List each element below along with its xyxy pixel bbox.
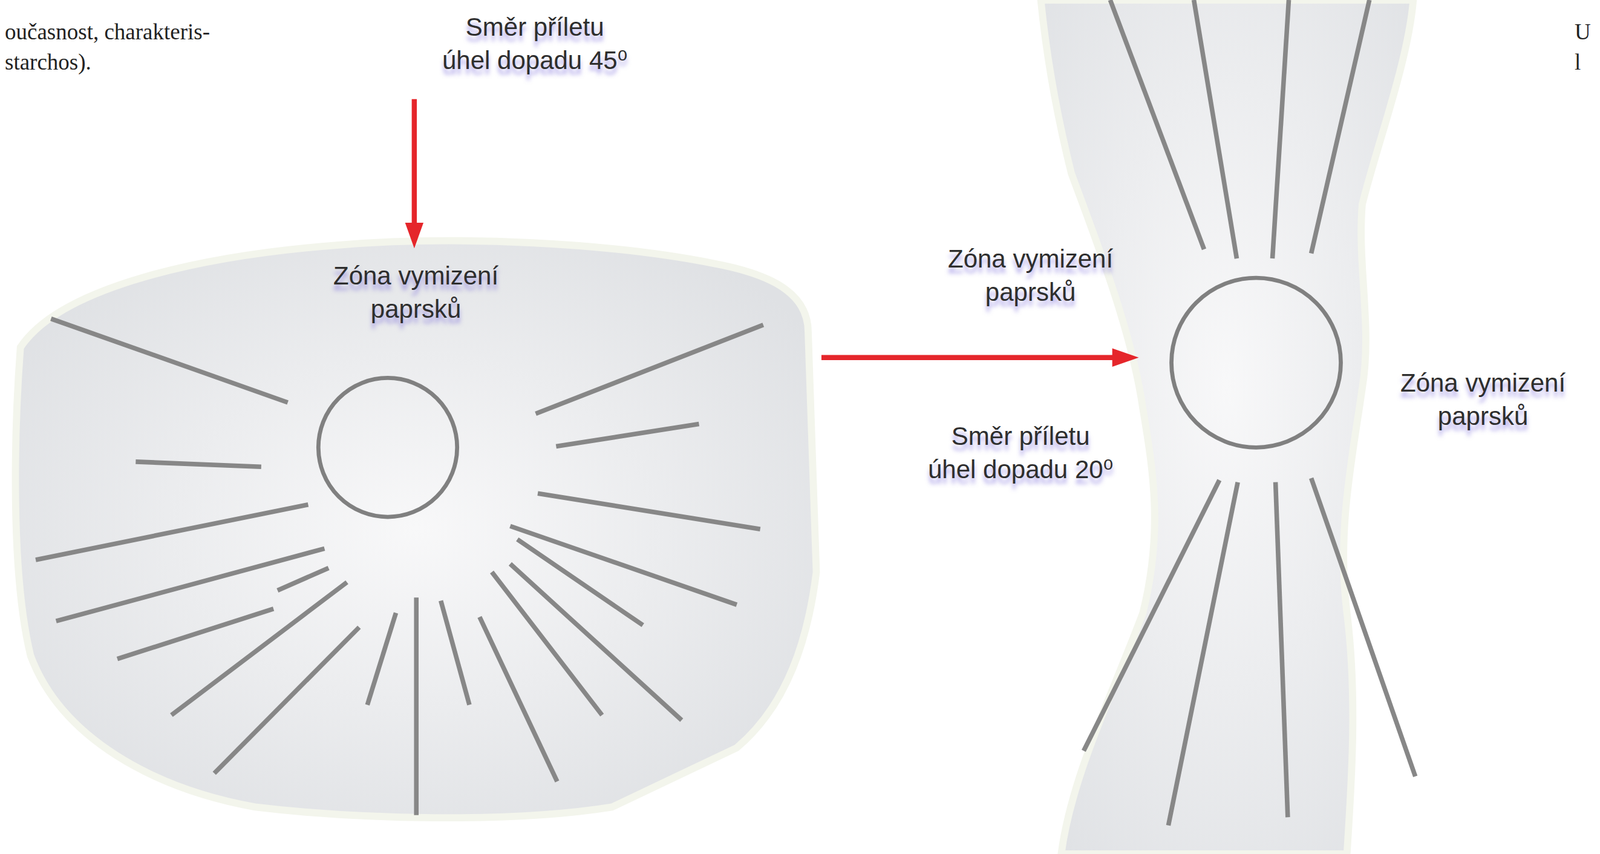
ejecta-blob — [1041, 0, 1414, 854]
ray-line — [367, 612, 396, 705]
ray-line — [1311, 0, 1370, 254]
ray-line — [50, 318, 288, 403]
ray-line — [135, 461, 261, 467]
ray-line — [214, 626, 360, 773]
ejecta-blob — [15, 240, 817, 818]
arrow-head — [405, 222, 424, 249]
ray-line — [1168, 482, 1238, 826]
page-text-fragment: U l — [1574, 16, 1591, 78]
ray-line — [535, 324, 764, 414]
ray-line — [509, 563, 682, 720]
ray-line — [509, 525, 737, 605]
ray-lines — [35, 318, 764, 815]
arrow-head — [1112, 348, 1140, 367]
impact-direction-label: Směr příletu úhel dopadu 45⁰ — [442, 10, 628, 77]
zone-label: Zóna vymizení paprsků — [333, 258, 499, 326]
ray-line — [537, 493, 761, 529]
crater-rim — [318, 377, 457, 517]
ray-line — [277, 567, 329, 590]
crater-rim — [1171, 277, 1342, 448]
ray-line — [1275, 482, 1288, 818]
ray-line — [56, 548, 325, 621]
arrow-shaft — [411, 99, 417, 227]
ray-line — [1194, 0, 1238, 259]
ray-line — [171, 581, 347, 715]
arrow-shaft — [821, 355, 1117, 360]
zone-label: Zóna vymizení paprsků — [947, 241, 1114, 309]
page-text-fragment: oučasnost, charakteris- starchos). — [4, 16, 210, 78]
impact-arrow — [405, 99, 424, 249]
ray-lines — [1083, 0, 1415, 826]
ray-line — [555, 423, 699, 446]
ray-line — [35, 504, 308, 560]
ray-line — [1110, 0, 1204, 250]
ray-line — [1272, 0, 1290, 259]
ray-line — [117, 608, 274, 659]
impact-arrow — [821, 348, 1140, 367]
ray-line — [1083, 479, 1219, 751]
zone-label: Zóna vymizení paprsků — [1400, 365, 1566, 433]
ray-line — [491, 571, 602, 715]
ray-line — [440, 600, 470, 705]
ray-line — [413, 597, 419, 815]
impact-direction-label: Směr příletu úhel dopadu 20⁰ — [927, 419, 1114, 486]
ray-line — [1311, 477, 1416, 777]
